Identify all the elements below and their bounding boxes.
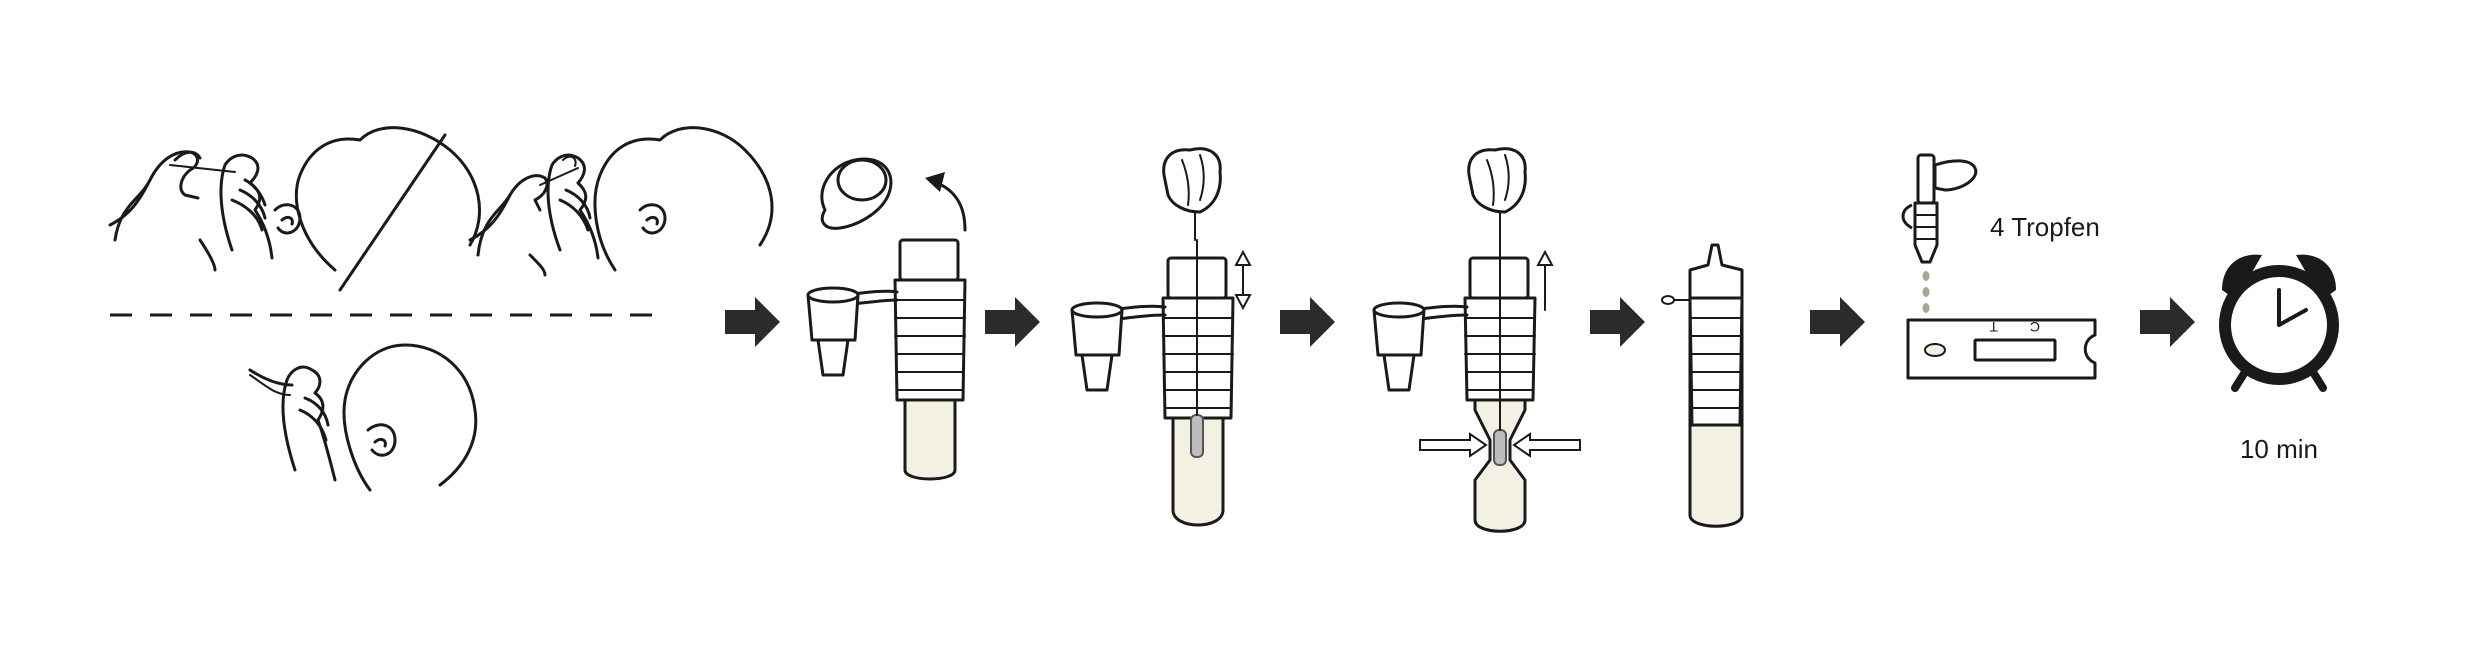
arrow-right-icon [725,297,780,347]
flow-arrows [725,297,2195,347]
separator-slash [338,133,447,292]
hand-icon [1467,147,1527,241]
step-insert-swab [1070,147,1252,527]
arrow-right-icon [2140,297,2195,347]
squeeze-arrow-icon [1419,432,1488,458]
step-squeeze-remove [1372,147,1581,533]
arrow-right-icon [1810,297,1865,347]
nasal-swab-icon [248,343,478,492]
extraction-tube-icon [1070,239,1235,527]
step-apply-drops: 4 Tropfen T C [1901,153,2100,380]
cassette-t-label: T [1989,319,1998,335]
swab-icon [1190,414,1204,458]
timer-label: 10 min [2240,434,2318,464]
step-wait: 10 min [2219,254,2339,464]
hand-icon [1162,147,1222,241]
arrow-right-icon [1590,297,1645,347]
alarm-clock-icon [2219,254,2339,392]
drops-label: 4 Tropfen [1990,212,2100,242]
step-sample-collection [108,126,774,492]
arrow-right-icon [985,297,1040,347]
nasal-swab-icon [108,126,482,272]
nasal-swab-icon [468,126,774,277]
extraction-tube-icon [1661,243,1744,528]
extraction-tube-icon [1372,239,1537,533]
cassette-c-label: C [2030,319,2040,335]
extraction-tube-icon [806,238,967,481]
cap-icon [820,157,893,230]
step-open-tube [806,157,967,481]
squeeze-arrow-icon [1512,432,1581,458]
step-attach-dropper [1661,243,1744,528]
drops-icon [1922,271,1930,313]
dropper-icon [1901,153,1978,264]
test-cassette-icon: T C [1906,318,2097,380]
arrow-right-icon [1280,297,1335,347]
swab-icon [1493,429,1507,466]
